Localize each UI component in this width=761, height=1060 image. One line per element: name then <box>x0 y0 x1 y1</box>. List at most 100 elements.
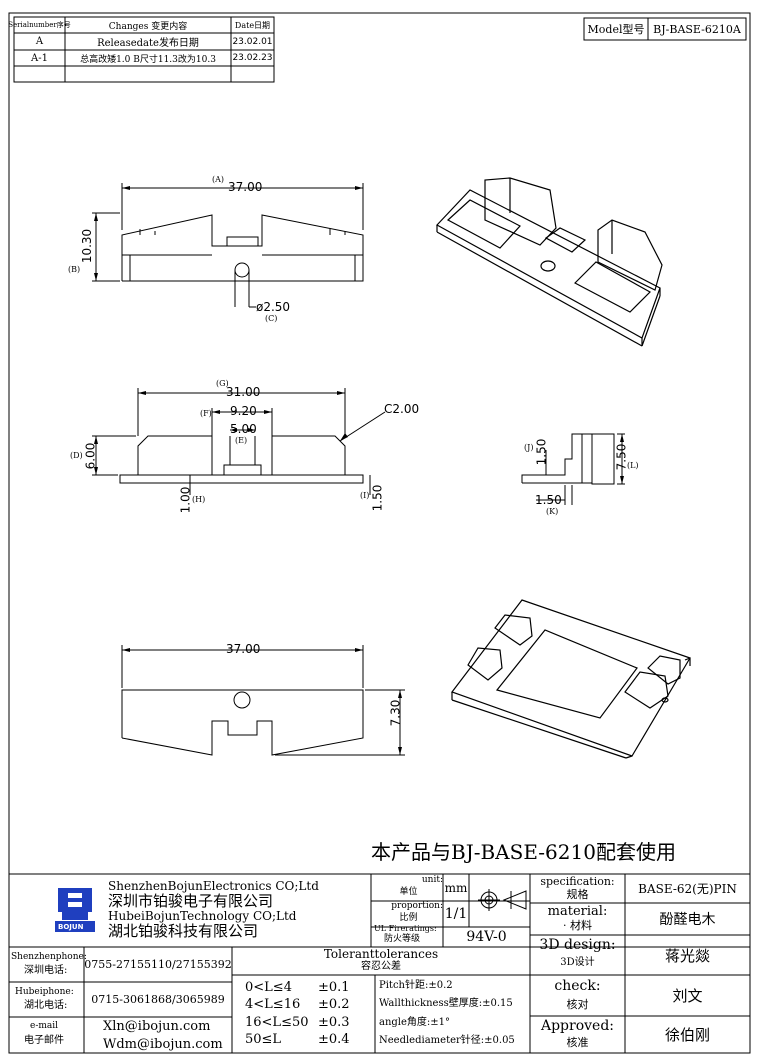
check-value: 刘文 <box>672 987 703 1005</box>
dim-label-c: (C) <box>265 314 278 323</box>
dim-value-bottom-height: 7.30 <box>388 699 403 727</box>
dim-value-j: 1.50 <box>534 438 549 466</box>
dim-label-b: (B) <box>68 265 81 274</box>
check-label-cn: 核对 <box>566 998 589 1011</box>
specification-value: BASE-62(无)PIN <box>638 882 737 896</box>
company-name-en-1: ShenzhenBojunElectronics CO;Ltd <box>108 879 319 893</box>
contact-email-label-cn: 电子邮件 <box>24 1035 64 1046</box>
tolerance-note: Pitch针距:±0.2 <box>379 980 453 991</box>
sheet-border <box>8 12 751 1054</box>
check-label-en: check: <box>554 978 601 994</box>
model-box-lines <box>583 17 747 41</box>
design-label-cn: 3D设计 <box>560 957 595 968</box>
unit-label-cn: 单位 <box>399 887 418 897</box>
material-label-en: material: <box>547 904 608 919</box>
tolerance-value: ±0.3 <box>318 1015 350 1030</box>
dim-value-h: 1.00 <box>178 486 193 514</box>
dim-label-f: (F) <box>200 409 212 418</box>
tolerance-range: 0<L≤4 <box>245 980 292 995</box>
dimension-arrows <box>94 186 624 755</box>
dim-value-k: 1.50 <box>535 493 562 507</box>
revision-row-serial: A-1 <box>31 52 48 64</box>
tolerance-value: ±0.1 <box>318 980 350 995</box>
revision-row-change: Releasedate发布日期 <box>97 38 199 49</box>
revision-table-lines <box>13 16 275 83</box>
dim-value-b: 10.30 <box>80 228 95 264</box>
approved-value: 徐伯刚 <box>664 1026 710 1044</box>
dim-value-i: 1.50 <box>370 484 385 512</box>
contact-hb-label-cn: 湖北电话: <box>24 1000 68 1011</box>
contact-sz-label-cn: 深圳电话: <box>24 965 68 976</box>
revision-header-date: Date日期 <box>234 20 271 30</box>
model-value: BJ-BASE-6210A <box>653 22 741 36</box>
material-value: 酚醛电木 <box>659 912 716 928</box>
proportion-label-en: proportion: <box>391 901 443 911</box>
design-label-en: 3D design: <box>539 937 616 953</box>
contact-email-label-en: e-mail <box>30 1021 59 1031</box>
company-name-en-2: HubeiBojunTechnology CO;Ltd <box>108 909 297 923</box>
tolerance-value: ±0.4 <box>318 1032 350 1047</box>
logo-text: BOJUN <box>58 923 84 931</box>
tolerance-value: ±0.2 <box>318 997 350 1012</box>
revision-header-serial: Serialnumber序号 <box>8 21 71 29</box>
dim-value-f: 9.20 <box>230 404 257 418</box>
isometric-top <box>436 177 663 347</box>
contact-sz-phone: 0755-27155110/27155392 <box>84 958 232 971</box>
dim-label-j: (J) <box>524 443 534 452</box>
dim-value-bottom-width: 37.00 <box>226 642 261 656</box>
contact-hb-label-en: Hubeiphone: <box>15 987 74 997</box>
dim-chamfer: C2.00 <box>384 402 420 416</box>
title-block-lines <box>9 873 750 1053</box>
specification-label-cn: 规格 <box>566 888 589 901</box>
revision-row-serial: A <box>35 36 44 47</box>
tolerance-note: Needlediameter针径:±0.05 <box>379 1035 515 1046</box>
company-name-cn-1: 深圳市铂骏电子有限公司 <box>108 892 274 910</box>
ul-value: 94V-0 <box>466 929 507 945</box>
dim-value-e: 5.00 <box>230 422 257 436</box>
dim-label-a: (A) <box>212 175 225 184</box>
dim-label-d: (D) <box>70 451 83 460</box>
approved-label-cn: 核准 <box>566 1036 589 1049</box>
dim-value-d: 6.00 <box>83 442 98 470</box>
contact-sz-label-en: Shenzhenphone: <box>11 952 87 962</box>
middle-view <box>92 388 386 495</box>
unit-value: mm <box>444 880 468 895</box>
tolerance-note: angle角度:±1° <box>379 1017 451 1028</box>
revision-header-changes: Changes 变更内容 <box>108 21 188 32</box>
dim-label-g: (G) <box>216 379 229 388</box>
tolerance-title-cn: 容忍公差 <box>361 961 401 972</box>
dim-value-c: ø2.50 <box>256 300 291 314</box>
revision-row-date: 23.02.23 <box>232 53 273 63</box>
revision-row-change: 总高改矮1.0 B尺寸11.3改为10.3 <box>80 54 216 65</box>
tolerance-range: 4<L≤16 <box>245 997 301 1012</box>
design-value: 蒋光燚 <box>664 946 710 965</box>
dim-label-i: (I) <box>360 491 370 500</box>
dim-label-k: (K) <box>546 507 559 516</box>
company-logo <box>55 888 95 932</box>
model-label: Model型号 <box>587 23 645 36</box>
unit-label-en: unit: <box>421 875 443 885</box>
dim-value-a: 37.00 <box>228 180 263 194</box>
dim-value-l: 7.50 <box>614 443 629 471</box>
dim-label-h: (H) <box>192 495 206 504</box>
bottom-view <box>121 645 405 756</box>
ul-label-cn: 防火等级 <box>384 934 421 944</box>
top-view <box>92 183 364 308</box>
side-view <box>521 433 625 505</box>
ul-label-en: UL Fireratings: <box>374 924 437 933</box>
approved-label-en: Approved: <box>540 1018 615 1034</box>
dim-value-g: 31.00 <box>226 385 261 399</box>
dim-label-e: (E) <box>235 436 248 445</box>
specification-label-en: specification: <box>540 875 615 888</box>
dim-label-l: (L) <box>627 461 639 470</box>
company-name-cn-2: 湖北铂骏科技有限公司 <box>108 922 259 940</box>
contact-hb-phone: 0715-3061868/3065989 <box>91 993 225 1006</box>
tolerance-range: 16<L≤50 <box>245 1015 309 1030</box>
tolerance-title-en: Toleranttolerances <box>323 947 439 961</box>
pairing-note: 本产品与BJ-BASE-6210配套使用 <box>371 840 676 864</box>
proportion-label-cn: 比例 <box>399 913 418 923</box>
contact-email-1: Xln@ibojun.com <box>103 1019 211 1034</box>
material-label-cn: · 材料 <box>563 919 592 932</box>
tolerance-range: 50≤L <box>245 1032 282 1047</box>
